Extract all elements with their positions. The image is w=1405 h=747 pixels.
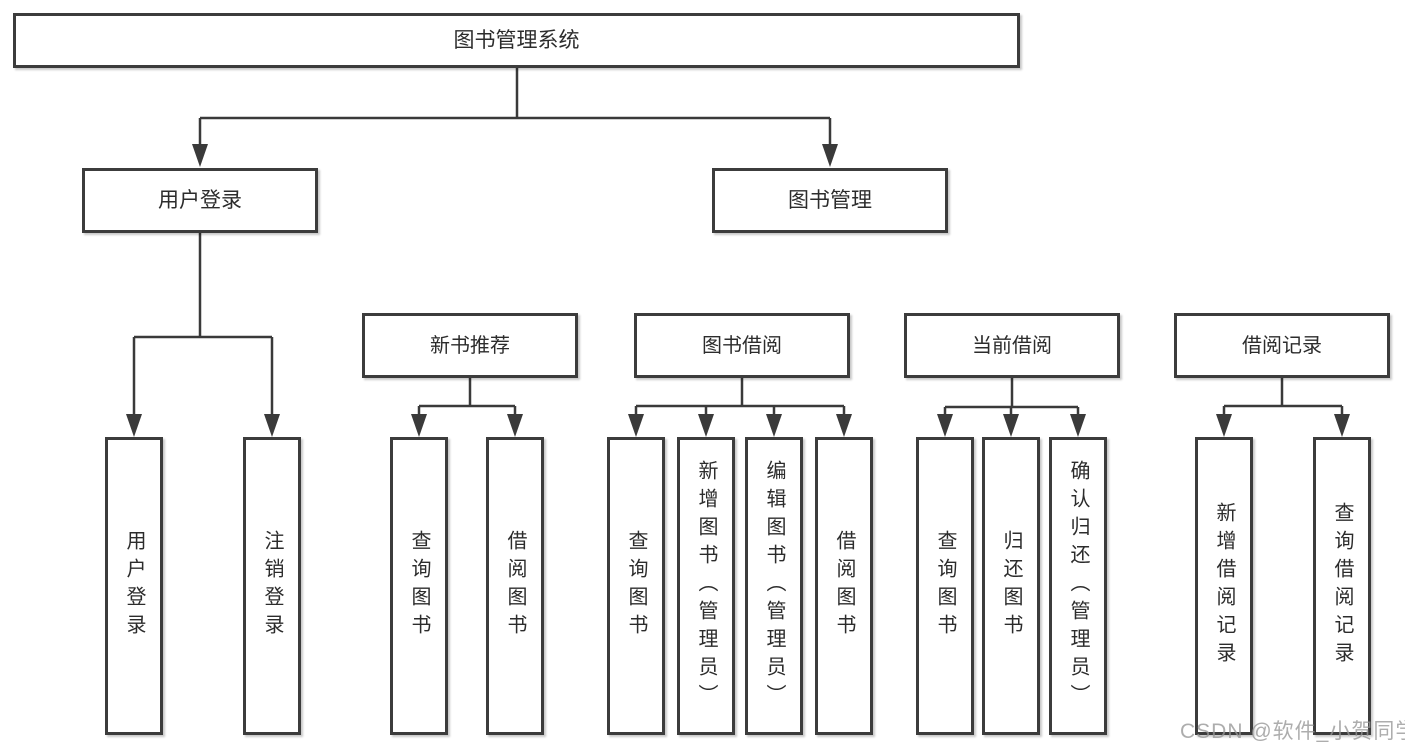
- arrow-down-icon: [766, 414, 782, 437]
- arrow-down-icon: [264, 414, 280, 437]
- leaf-add-borrow-record: 新增借阅记录: [1195, 437, 1253, 735]
- leaf-borrow-books-recommend: 借阅图书: [486, 437, 544, 735]
- leaf-borrow-books: 借阅图书: [815, 437, 873, 735]
- arrow-down-icon: [126, 414, 142, 437]
- connector-user-login: [132, 233, 274, 416]
- connector-new-book-recommendation: [417, 378, 517, 416]
- leaf-query-borrow-record: 查询借阅记录: [1313, 437, 1371, 735]
- arrow-down-icon: [836, 414, 852, 437]
- arrow-down-icon: [698, 414, 714, 437]
- leaf-add-book-admin: 新增图书（管理员）: [677, 437, 735, 735]
- node-library-management-system: 图书管理系统: [13, 13, 1020, 68]
- leaf-query-books-borrowing: 查询图书: [607, 437, 665, 735]
- node-user-login: 用户登录: [82, 168, 318, 233]
- arrow-down-icon: [1216, 414, 1232, 437]
- connector-current-borrowing: [943, 378, 1080, 416]
- connector-borrowing-records: [1222, 378, 1344, 416]
- leaf-query-books-current: 查询图书: [916, 437, 974, 735]
- arrow-down-icon: [628, 414, 644, 437]
- leaf-logout: 注销登录: [243, 437, 301, 735]
- arrow-down-icon: [1070, 414, 1086, 437]
- arrow-down-icon: [507, 414, 523, 437]
- arrow-down-icon: [411, 414, 427, 437]
- arrow-down-icon: [1334, 414, 1350, 437]
- leaf-confirm-return-admin: 确认归还（管理员）: [1049, 437, 1107, 735]
- connector-book-borrowing: [634, 378, 846, 416]
- leaf-return-books: 归还图书: [982, 437, 1040, 735]
- node-borrowing-records: 借阅记录: [1174, 313, 1390, 378]
- arrow-down-icon: [1003, 414, 1019, 437]
- node-book-borrowing: 图书借阅: [634, 313, 850, 378]
- arrow-down-icon: [192, 144, 208, 167]
- arrow-down-icon: [822, 144, 838, 167]
- arrow-down-icon: [937, 414, 953, 437]
- connector-root: [198, 68, 832, 146]
- leaf-edit-book-admin: 编辑图书（管理员）: [745, 437, 803, 735]
- node-new-book-recommendation: 新书推荐: [362, 313, 578, 378]
- node-current-borrowing: 当前借阅: [904, 313, 1120, 378]
- leaf-user-login: 用户登录: [105, 437, 163, 735]
- node-book-management: 图书管理: [712, 168, 948, 233]
- leaf-query-books-recommend: 查询图书: [390, 437, 448, 735]
